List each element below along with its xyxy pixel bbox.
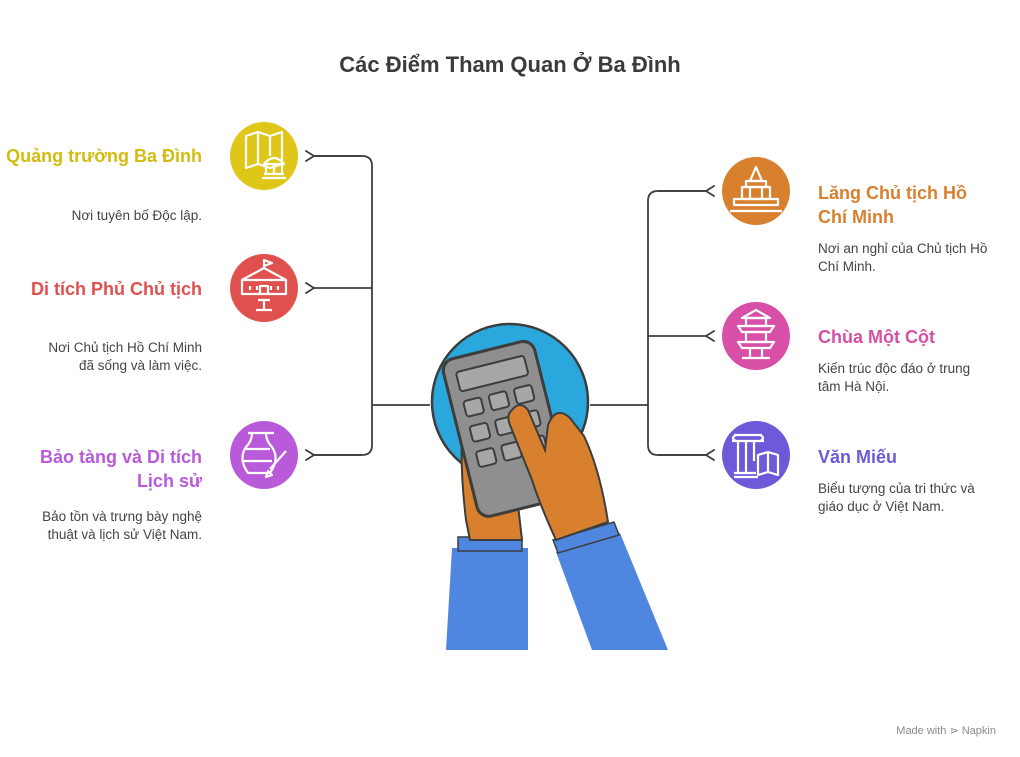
diagram-title: Các Điểm Tham Quan Ở Ba Đình [339, 52, 681, 77]
hands-calculator-icon [430, 322, 668, 650]
desc-chua-mot-cot: Kiến trúc độc đáo ở trung tâm Hà Nội. [818, 361, 971, 394]
right-connectors [590, 185, 715, 461]
vase-brush-icon [230, 421, 298, 489]
palace-icon [230, 254, 298, 322]
connector-left-trunk [314, 155, 373, 456]
label-bao-tang: Bảo tàng và Di tích Lịch sử [39, 447, 202, 491]
label-lang-chu-tich: Lăng Chủ tịch Hồ Chí Minh [818, 183, 967, 227]
mausoleum-icon [722, 157, 790, 225]
desc-van-mieu: Biểu tượng của tri thức và giáo dục ở Vi… [818, 481, 975, 514]
label-quang-truong: Quảng trường Ba Đình [6, 146, 202, 166]
napkin-watermark: Made with ⋗ Napkin [896, 725, 996, 737]
label-van-mieu: Văn Miếu [818, 447, 898, 467]
desc-bao-tang: Bảo tồn và trưng bày nghệ thuật và lịch … [42, 509, 202, 542]
map-monument-icon [230, 122, 298, 190]
pagoda-icon [722, 302, 790, 370]
column-book-icon [722, 421, 790, 489]
desc-quang-truong: Nơi tuyên bố Độc lập. [71, 208, 202, 223]
desc-lang-chu-tich: Nơi an nghỉ của Chủ tịch Hồ Chí Minh. [818, 241, 988, 274]
connector-right-trunk [647, 190, 706, 456]
desc-phu-chu-tich: Nơi Chủ tịch Hồ Chí Minh đã sống và làm … [48, 340, 202, 373]
left-connectors [305, 150, 430, 461]
label-chua-mot-cot: Chùa Một Cột [818, 327, 935, 347]
label-phu-chu-tich: Di tích Phủ Chủ tịch [31, 279, 202, 299]
